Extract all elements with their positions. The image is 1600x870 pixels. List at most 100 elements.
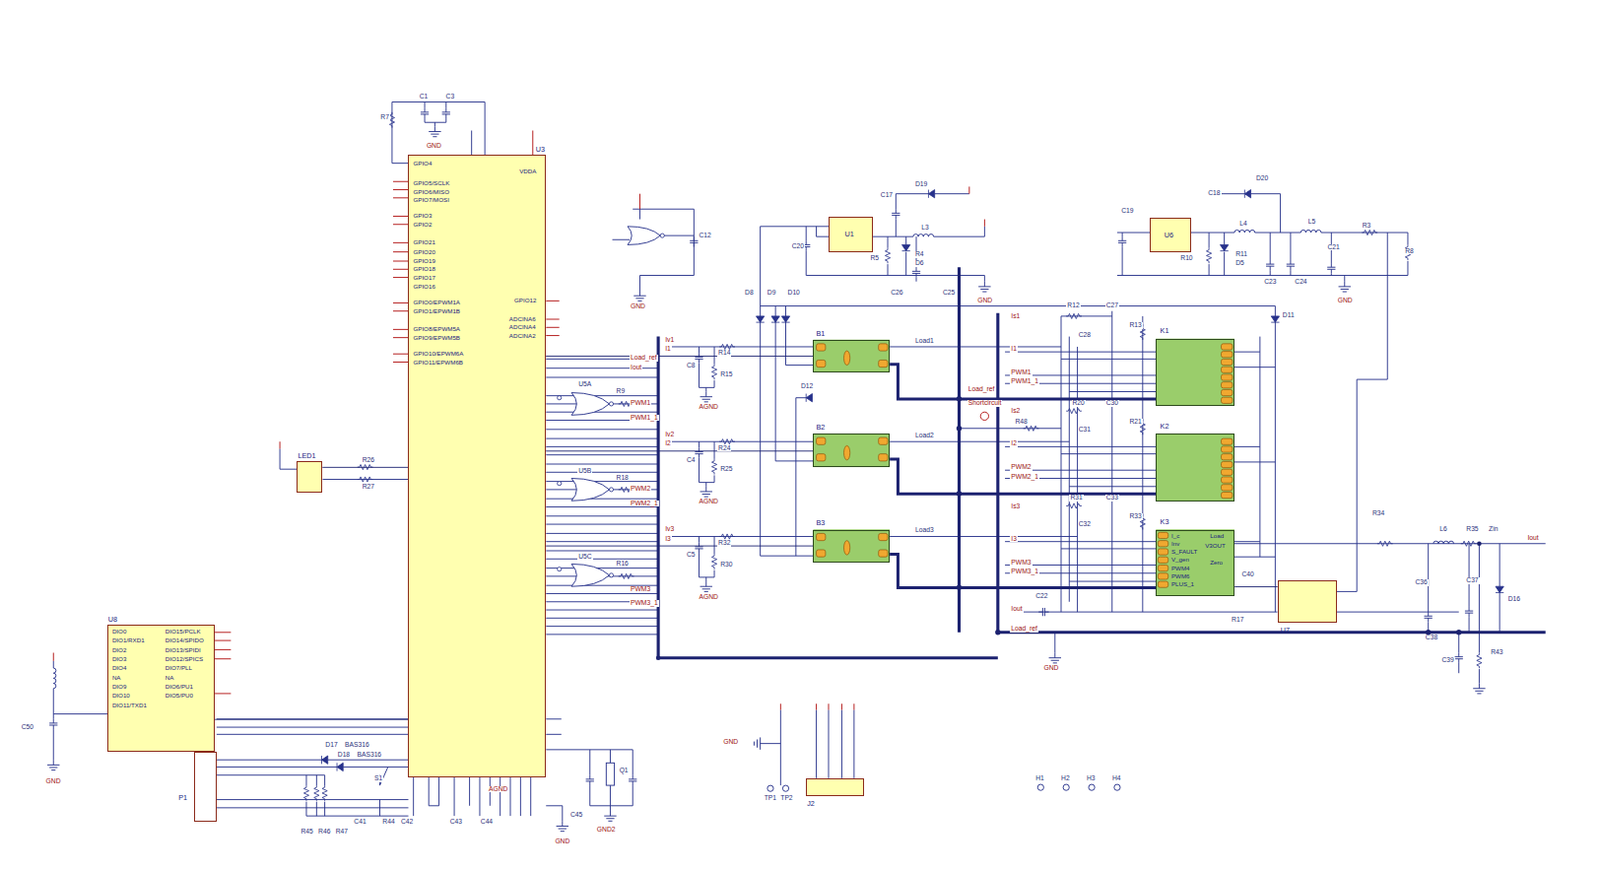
net-label: Iout [1526, 534, 1539, 542]
component-ref: D6 [914, 260, 926, 267]
component-body [1157, 564, 1168, 571]
symbol [694, 447, 703, 458]
net-label: Is3 [1009, 503, 1021, 511]
symbol [1066, 408, 1082, 414]
component-body [812, 339, 890, 373]
symbol [47, 759, 60, 770]
pin-name: GPIO10/EPWM6A [412, 350, 464, 357]
component-ref: C38 [1424, 634, 1439, 642]
component-ref: Load2 [914, 432, 935, 440]
component-ref: R3 [1361, 222, 1373, 230]
junction [660, 233, 665, 238]
junction [557, 567, 562, 572]
component-body [812, 529, 890, 562]
part-designator: U7 [1280, 626, 1290, 634]
wire [753, 709, 854, 786]
connector-header: P1 [194, 751, 217, 821]
pin-name: DIO14/SPIDO [165, 637, 204, 644]
part-designator: P1 [178, 794, 188, 801]
pin-name: GPIO0/EPWM1A [412, 299, 461, 306]
symbol [618, 573, 635, 579]
wire [760, 226, 1276, 612]
symbol [884, 248, 890, 265]
component-ref: R12 [1066, 302, 1080, 310]
symbol [389, 112, 395, 129]
component-ref: C39 [1440, 657, 1455, 665]
junction [557, 396, 562, 400]
component-ref: H1 [1034, 775, 1046, 783]
component-ref: C8 [685, 362, 697, 370]
pin-name: Zero [1209, 559, 1223, 566]
junction [608, 573, 613, 578]
net-label: AGND [487, 786, 509, 794]
wire [545, 358, 659, 634]
symbol [336, 762, 343, 771]
net-label: I1 [664, 345, 672, 353]
wire [571, 393, 609, 416]
pin-name: ADCINA2 [509, 333, 536, 339]
symbol [1118, 236, 1127, 247]
component-ref: C50 [20, 724, 35, 732]
component-body [1221, 461, 1233, 467]
net-label: GND [629, 303, 647, 311]
symbol [711, 459, 717, 475]
component-ref: R18 [615, 474, 630, 482]
component-ref: R11 [1234, 251, 1249, 259]
component-ref: C27 [1105, 302, 1120, 310]
symbol [53, 667, 57, 689]
component-ref: C18 [1206, 190, 1221, 198]
part-designator: U6 [1164, 231, 1174, 239]
pin-name: GPIO19 [412, 258, 435, 265]
component-ref: D10 [787, 289, 801, 297]
pin-name: GPIO7/MOSI [412, 197, 450, 203]
component-ref: C40 [1240, 571, 1255, 579]
net-label: I3 [1009, 535, 1018, 543]
wire [1004, 541, 1156, 582]
component-body [1221, 484, 1233, 491]
component-ref: Q1 [618, 767, 630, 775]
pin-name: GPIO4 [412, 160, 432, 167]
symbol [420, 108, 429, 119]
pin-name: DIO3 [112, 656, 127, 663]
component-ref: D12 [800, 383, 814, 391]
component-body [1157, 548, 1168, 555]
component-ref: R4 [914, 251, 926, 259]
symbols [47, 108, 1504, 832]
component-body [1157, 573, 1168, 580]
symbol [719, 533, 735, 539]
power-bus [658, 266, 1546, 658]
ic-package: U3GPIO4GPIO5/SCLKGPIO6/MISOGPIO7/MOSIGPI… [407, 154, 546, 778]
component-ref: D18 [336, 751, 351, 759]
component-ref: R34 [1371, 510, 1386, 518]
pin-name: Inv [1171, 540, 1180, 547]
pin-name: DIO5/PU0 [165, 692, 194, 699]
wire [1004, 351, 1156, 392]
component-ref: D9 [766, 289, 778, 297]
component-body [878, 437, 888, 445]
component-ref: C45 [569, 811, 584, 819]
component-ref: C43 [449, 818, 464, 826]
pin-name: GPIO6/MISO [412, 189, 450, 196]
component-ref: D20 [1255, 175, 1269, 183]
net-label: PWM3 [629, 586, 652, 594]
relay-module: B2 [812, 433, 890, 467]
net-label: I2 [1009, 440, 1018, 448]
pin-name: GPIO12 [514, 297, 536, 304]
component-ref: R47 [334, 828, 349, 836]
symbol [700, 486, 713, 497]
net-label: PWM1 [629, 400, 652, 407]
component-body [1157, 556, 1168, 563]
wire [413, 777, 563, 822]
junction [1037, 784, 1044, 791]
component-ref: L3 [920, 224, 930, 232]
ic-package: U1 [828, 216, 873, 253]
symbol [1038, 607, 1049, 616]
component-ref: TP1 [763, 795, 778, 802]
ic-package: U8DIO0DIO1/RXD1DIO2DIO3DIO4NADIO9DIO10DI… [107, 624, 215, 752]
symbol [322, 755, 329, 764]
component-ref: R44 [381, 818, 396, 826]
wire [612, 208, 695, 291]
